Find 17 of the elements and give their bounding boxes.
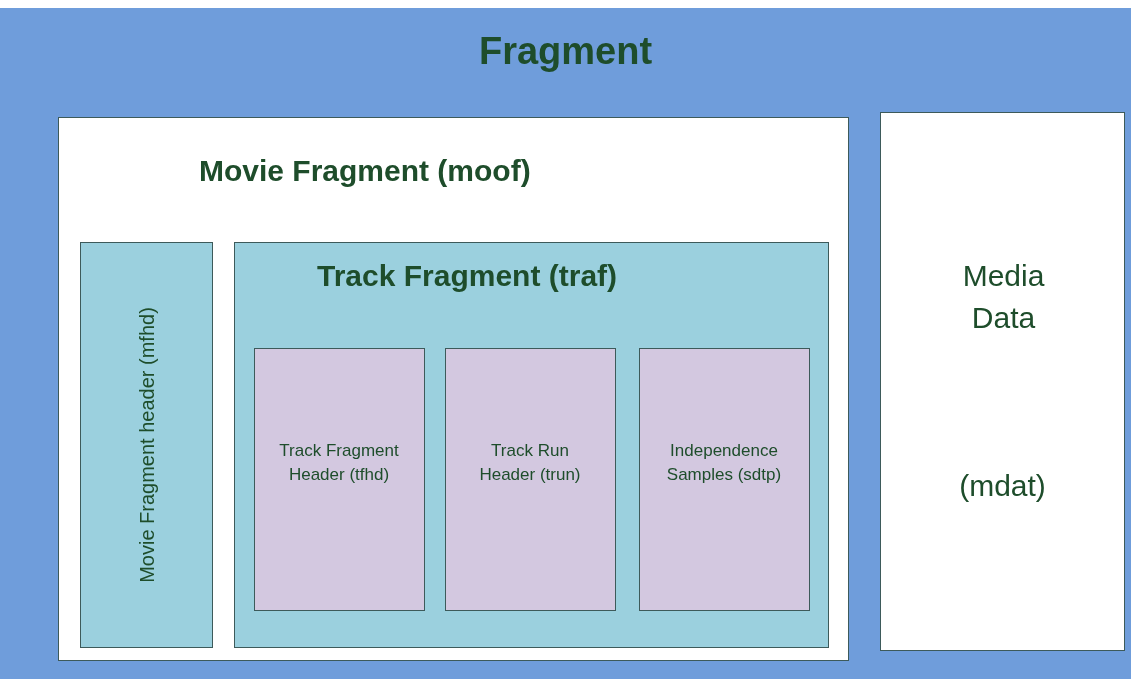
box-label: Track Run Header (trun) [478, 440, 582, 486]
box-label: Movie Fragment header (mfhd) [135, 307, 158, 583]
container-panel [880, 112, 1125, 651]
outer-panel [0, 8, 1131, 679]
group-title: Movie Fragment (moof) [199, 154, 531, 188]
box-panel [254, 348, 425, 611]
box-label: Track Fragment Header (tfhd) [278, 440, 400, 486]
heading: Fragment [477, 30, 654, 73]
container-panel [234, 242, 829, 648]
box-label: Media Data [961, 258, 1046, 336]
group-title: Track Fragment (traf) [317, 259, 618, 293]
container-panel [80, 242, 213, 648]
container-panel [58, 117, 849, 661]
box-panel [445, 348, 616, 611]
box-label: Independence Samples (sdtp) [665, 440, 783, 486]
box-label: (mdat) [958, 468, 1047, 504]
box-panel [639, 348, 810, 611]
